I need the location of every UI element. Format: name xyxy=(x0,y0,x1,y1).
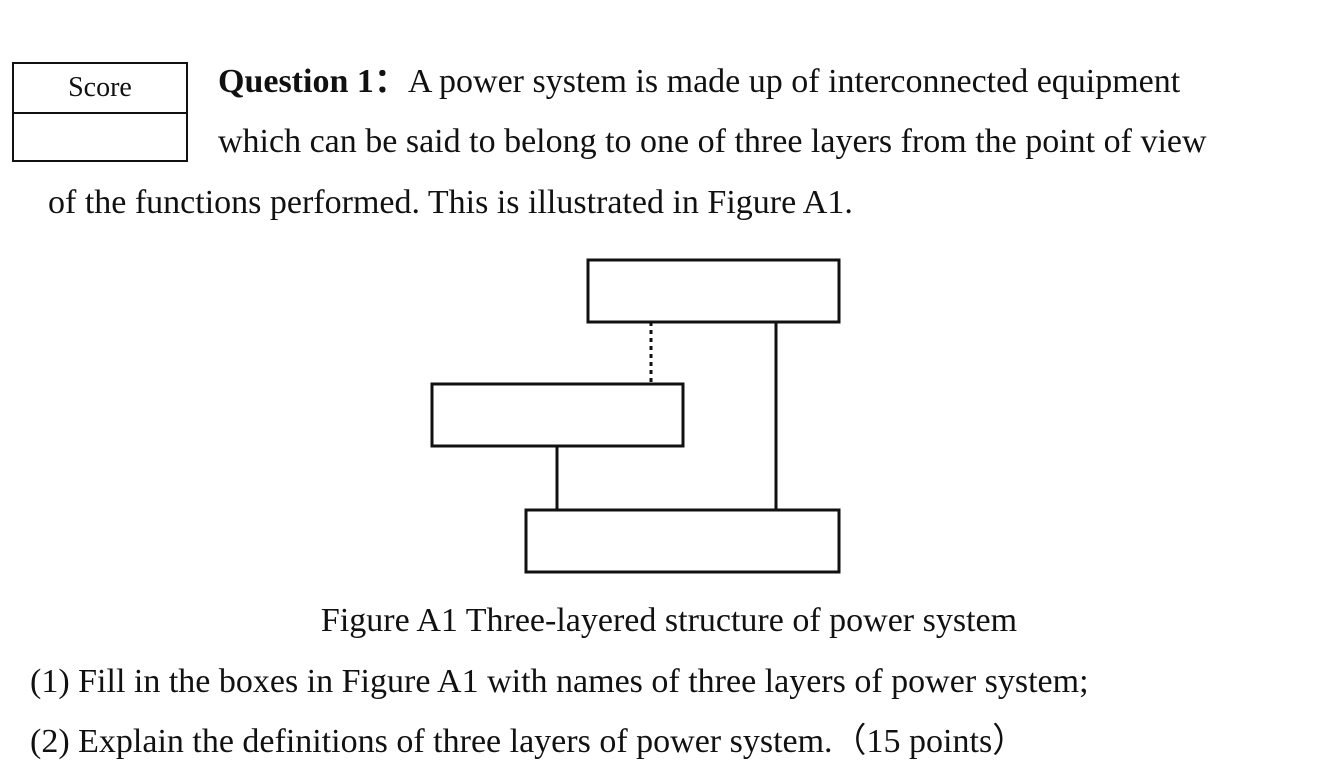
question-line-3: of the functions performed. This is illu… xyxy=(48,184,853,221)
layer-box-bottom xyxy=(524,508,841,574)
question-label: Question 1 xyxy=(218,63,374,100)
score-box: Score xyxy=(12,62,188,162)
figure-caption: Figure A1 Three-layered structure of pow… xyxy=(320,602,1018,639)
three-layer-diagram xyxy=(430,258,841,574)
sub-question-2: (2) Explain the definitions of three lay… xyxy=(30,723,1027,760)
score-value-cell xyxy=(14,114,186,160)
question-line-2: which can be said to belong to one of th… xyxy=(218,123,1207,160)
question-line-1: Question 1：A power system is made up of … xyxy=(218,62,1180,102)
question-separator: ： xyxy=(373,63,408,100)
question-text-1: A power system is made up of interconnec… xyxy=(407,63,1181,100)
layer-box-top xyxy=(586,258,841,324)
sub-question-1: (1) Fill in the boxes in Figure A1 with … xyxy=(30,663,1089,700)
layer-box-middle xyxy=(430,382,685,448)
score-label: Score xyxy=(14,64,186,114)
